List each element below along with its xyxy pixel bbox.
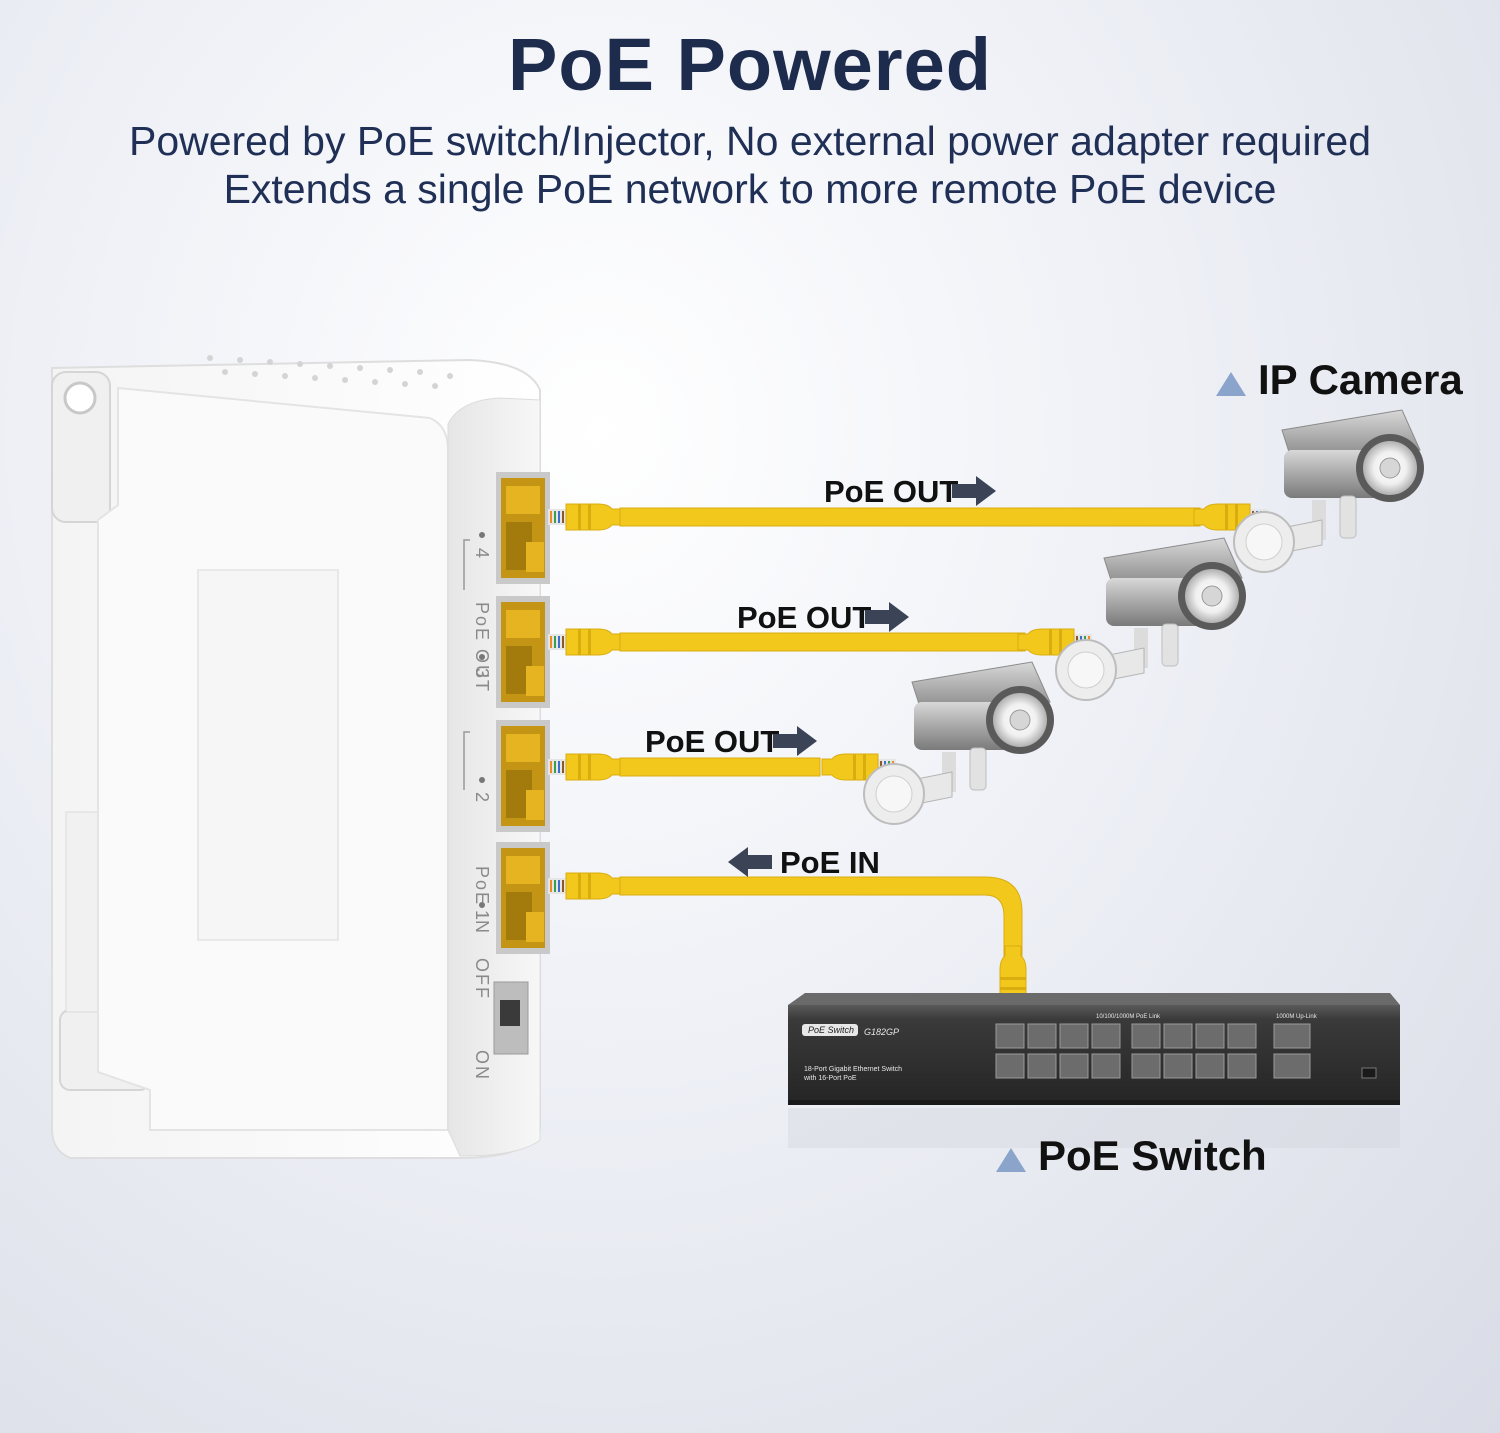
- poe-switch-device: [788, 993, 1400, 1148]
- ip-camera-3: [863, 661, 1055, 825]
- switch-poe-link-label: 10/100/1000M PoE Link: [1096, 1014, 1161, 1020]
- subtitle-line-2: Extends a single PoE network to more rem…: [223, 166, 1277, 212]
- splitter-port-4: [496, 472, 550, 584]
- splitter-port-1: [496, 842, 550, 954]
- arrow-right-icon: [773, 726, 817, 756]
- cable-port2-to-camera: [547, 753, 897, 781]
- cable-port4-to-camera: [547, 503, 1269, 531]
- switch-desc-line1: 18-Port Gigabit Ethernet Switch: [804, 1066, 903, 1073]
- ip-camera-2: [1055, 537, 1247, 701]
- switch-brand-plate: PoE Switch: [808, 1025, 855, 1035]
- splitter-mark-port2: 2: [472, 792, 492, 805]
- splitter-mark-on: ON: [472, 1050, 492, 1081]
- switch-ports-9-16: [1131, 1023, 1257, 1079]
- poe-out-label-3: PoE OUT: [645, 724, 780, 759]
- splitter-mark-off: OFF: [472, 958, 492, 1000]
- switch-ports-1-8: [995, 1023, 1121, 1079]
- cable-port3-to-camera: [547, 628, 1093, 656]
- arrow-right-icon: [952, 476, 996, 506]
- splitter-mark-poe-in: PoE IN: [472, 866, 492, 936]
- switch-uplink-ports: [1273, 1023, 1311, 1079]
- splitter-mark-port4: 4: [472, 548, 492, 561]
- poe-out-label-1: PoE OUT: [824, 474, 959, 509]
- arrow-left-icon: [728, 847, 772, 877]
- poe-switch-label: PoE Switch: [1038, 1132, 1267, 1179]
- poe-in-label: PoE IN: [780, 845, 880, 880]
- subtitle-line-1: Powered by PoE switch/Injector, No exter…: [128, 118, 1372, 164]
- splitter-mark-port3: 3: [472, 668, 492, 681]
- ip-camera-1: [1233, 409, 1425, 573]
- cable-port1-to-switch: [547, 872, 1027, 1021]
- switch-uplink-label: 1000M Up-Link: [1276, 1014, 1317, 1020]
- poe-splitter-device: [51, 355, 550, 1159]
- poe-out-label-2: PoE OUT: [737, 600, 872, 635]
- splitter-mark-port1: 1: [472, 910, 492, 923]
- switch-desc-line2: with 16-Port PoE: [804, 1075, 857, 1082]
- ip-camera-label: IP Camera: [1258, 356, 1463, 403]
- switch-model: G182GP: [864, 1027, 900, 1037]
- arrow-right-icon: [865, 602, 909, 632]
- page-title: PoE Powered: [508, 23, 992, 106]
- ip-camera-triangle-icon: [1216, 372, 1246, 396]
- poe-switch-triangle-icon: [996, 1148, 1026, 1172]
- splitter-port-3: [496, 596, 550, 708]
- splitter-port-2: [496, 720, 550, 832]
